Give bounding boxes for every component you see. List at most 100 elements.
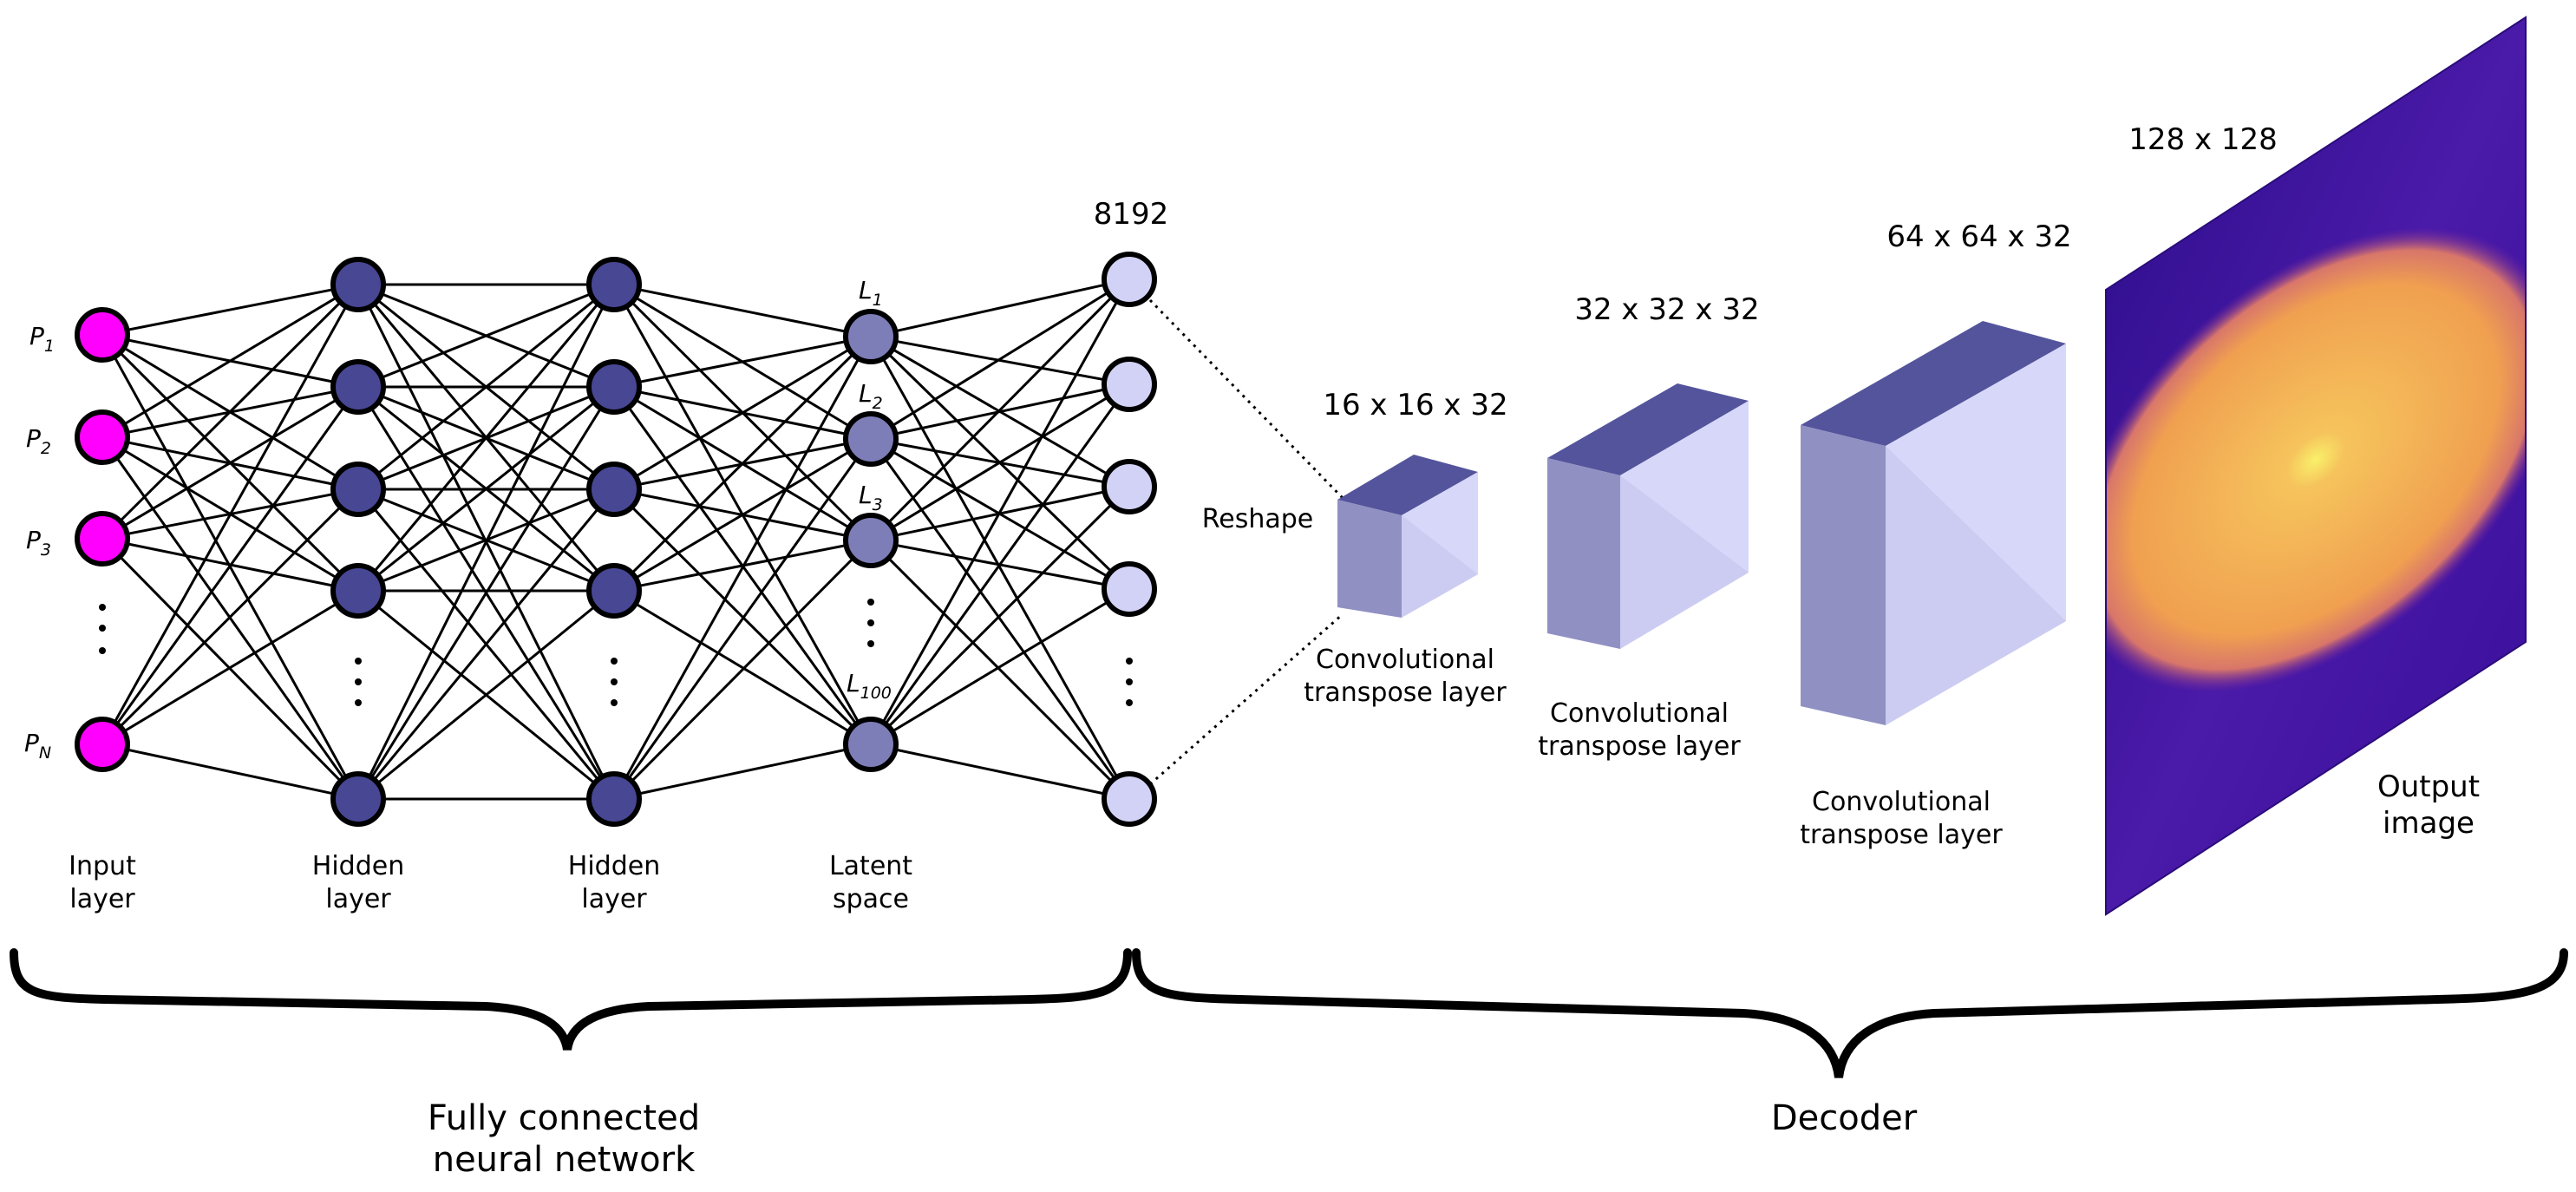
block2-inner [1620,475,1749,649]
network-nodes [75,252,1157,827]
ellipsis-dot-0-2 [99,647,106,654]
ellipsis-dot-1-0 [355,658,362,665]
section-titles: Fully connected neural network Decoder [428,1098,1918,1180]
edge-hidden2-4-latent-2 [612,539,873,801]
output-image [2105,16,2527,916]
hidden1-caption-line2: layer [325,884,391,914]
block1-caption-line1: Convolutional [1316,645,1494,675]
block3-side [1886,344,2066,725]
edge-hidden1-4-hidden2-3 [357,589,615,801]
block3-caption-line1: Convolutional [1812,787,1991,817]
edge-input-3-hidden1-0 [101,284,360,745]
block3-top [1801,321,2066,446]
ellipsis-dot-3-2 [867,640,874,647]
edge-hidden2-4-latent-3 [613,743,872,801]
edge-latent-2-dense-4 [869,539,1131,801]
edge-latent-2-dense-1 [870,383,1130,542]
input-node-4 [75,717,130,772]
input-caption-line2: layer [69,884,135,914]
edge-input-3-hidden1-2 [101,488,360,746]
left-brace [10,948,1132,1051]
block2-side [1620,401,1749,649]
hidden2-caption-line2: layer [581,884,647,914]
edge-latent-1-dense-4 [869,438,1131,800]
block1-side [1402,472,1478,618]
latent-node-3 [843,513,899,568]
right-brace [1132,948,2568,1078]
latent-node-2 [843,411,899,467]
decoder-block-2 [1547,383,1749,649]
edge-hidden2-3-latent-0 [612,335,873,593]
network-connections [101,278,1131,801]
hidden2-node-2 [586,359,642,415]
edge-input-3-hidden1-3 [101,589,359,746]
ellipsis-dot-4-2 [1126,699,1133,706]
hidden1-node-2 [330,359,386,415]
latent-labels: L1 L2 L3 L100 [847,276,892,703]
block1-caption-line2: transpose layer [1304,678,1507,708]
block2-front [1547,458,1620,649]
hidden1-node-5 [330,771,386,827]
ellipsis-dot-2-0 [611,658,618,665]
ellipsis-dot-0-0 [99,604,106,611]
latent-node-1 [843,309,899,364]
dense-node-5 [1102,771,1157,827]
block1-front [1337,500,1402,618]
edge-latent-3-dense-4 [870,743,1130,801]
edge-hidden2-1-latent-0 [613,335,872,389]
edge-hidden2-3-latent-3 [613,589,872,746]
edge-hidden1-1-hidden2-0 [357,283,615,389]
ellipsis-dot-3-0 [867,599,874,606]
edge-latent-3-dense-0 [869,278,1131,745]
edge-hidden2-2-latent-0 [613,335,872,491]
input-node-2 [75,409,130,465]
block2-caption-line1: Convolutional [1550,698,1729,729]
block3-caption-line2: transpose layer [1800,820,2003,850]
edge-latent-3-dense-1 [869,383,1131,745]
hidden2-node-3 [586,462,642,517]
latent-caption-line2: space [833,884,909,914]
block2-dims: 32 x 32 x 32 [1574,292,1759,327]
latent-label-1: L1 [859,276,883,310]
input-label-n: PN [24,729,51,763]
input-label-3: P3 [26,526,51,560]
input-labels: P1 P2 P3 PN [24,322,55,763]
dense-size-label: 8192 [1094,197,1169,232]
hidden2-node-4 [586,563,642,619]
ellipsis-dot-1-1 [355,678,362,685]
left-section-title-line1: Fully connected [428,1098,700,1138]
edge-hidden1-4-hidden2-1 [356,386,616,800]
block1-dims: 16 x 16 x 32 [1323,388,1507,422]
input-label-1: P1 [29,322,55,356]
left-section-title-line2: neural network [433,1140,696,1180]
ellipsis-dot-2-1 [611,678,618,685]
latent-label-2: L2 [859,379,883,413]
latent-label-3: L3 [859,481,883,514]
reshape-label: Reshape [1202,504,1313,534]
hidden1-caption-line1: Hidden [312,851,404,881]
edge-hidden1-4-hidden2-2 [356,488,616,800]
ellipsis-dot-4-0 [1126,658,1133,665]
input-label-2: P2 [26,424,51,458]
block2-caption-line2: transpose layer [1538,731,1741,762]
edge-hidden1-2-hidden2-0 [357,283,615,491]
edge-latent-1-dense-0 [870,278,1130,441]
layer-captions: Input layer Hidden layer Hidden layer La… [69,197,1168,914]
reshape-projection-lines [1148,298,1344,786]
edge-input-0-hidden1-0 [101,283,359,337]
input-node-1 [75,307,130,363]
ellipsis-dot-2-2 [611,699,618,706]
edge-latent-3-dense-3 [870,587,1130,746]
ellipsis-dot-0-1 [99,625,106,632]
hidden1-node-4 [330,563,386,619]
dense-node-4 [1102,561,1157,617]
output-caption-line1: Output [2377,770,2480,804]
decoder-block-3 [1801,321,2066,725]
hidden2-caption-line1: Hidden [568,851,660,881]
edge-input-2-hidden1-1 [101,385,359,540]
edge-hidden1-3-hidden2-1 [357,385,615,593]
edge-latent-3-dense-2 [869,485,1131,746]
ellipsis-dot-3-1 [867,619,874,626]
edge-latent-2-dense-0 [869,278,1131,542]
